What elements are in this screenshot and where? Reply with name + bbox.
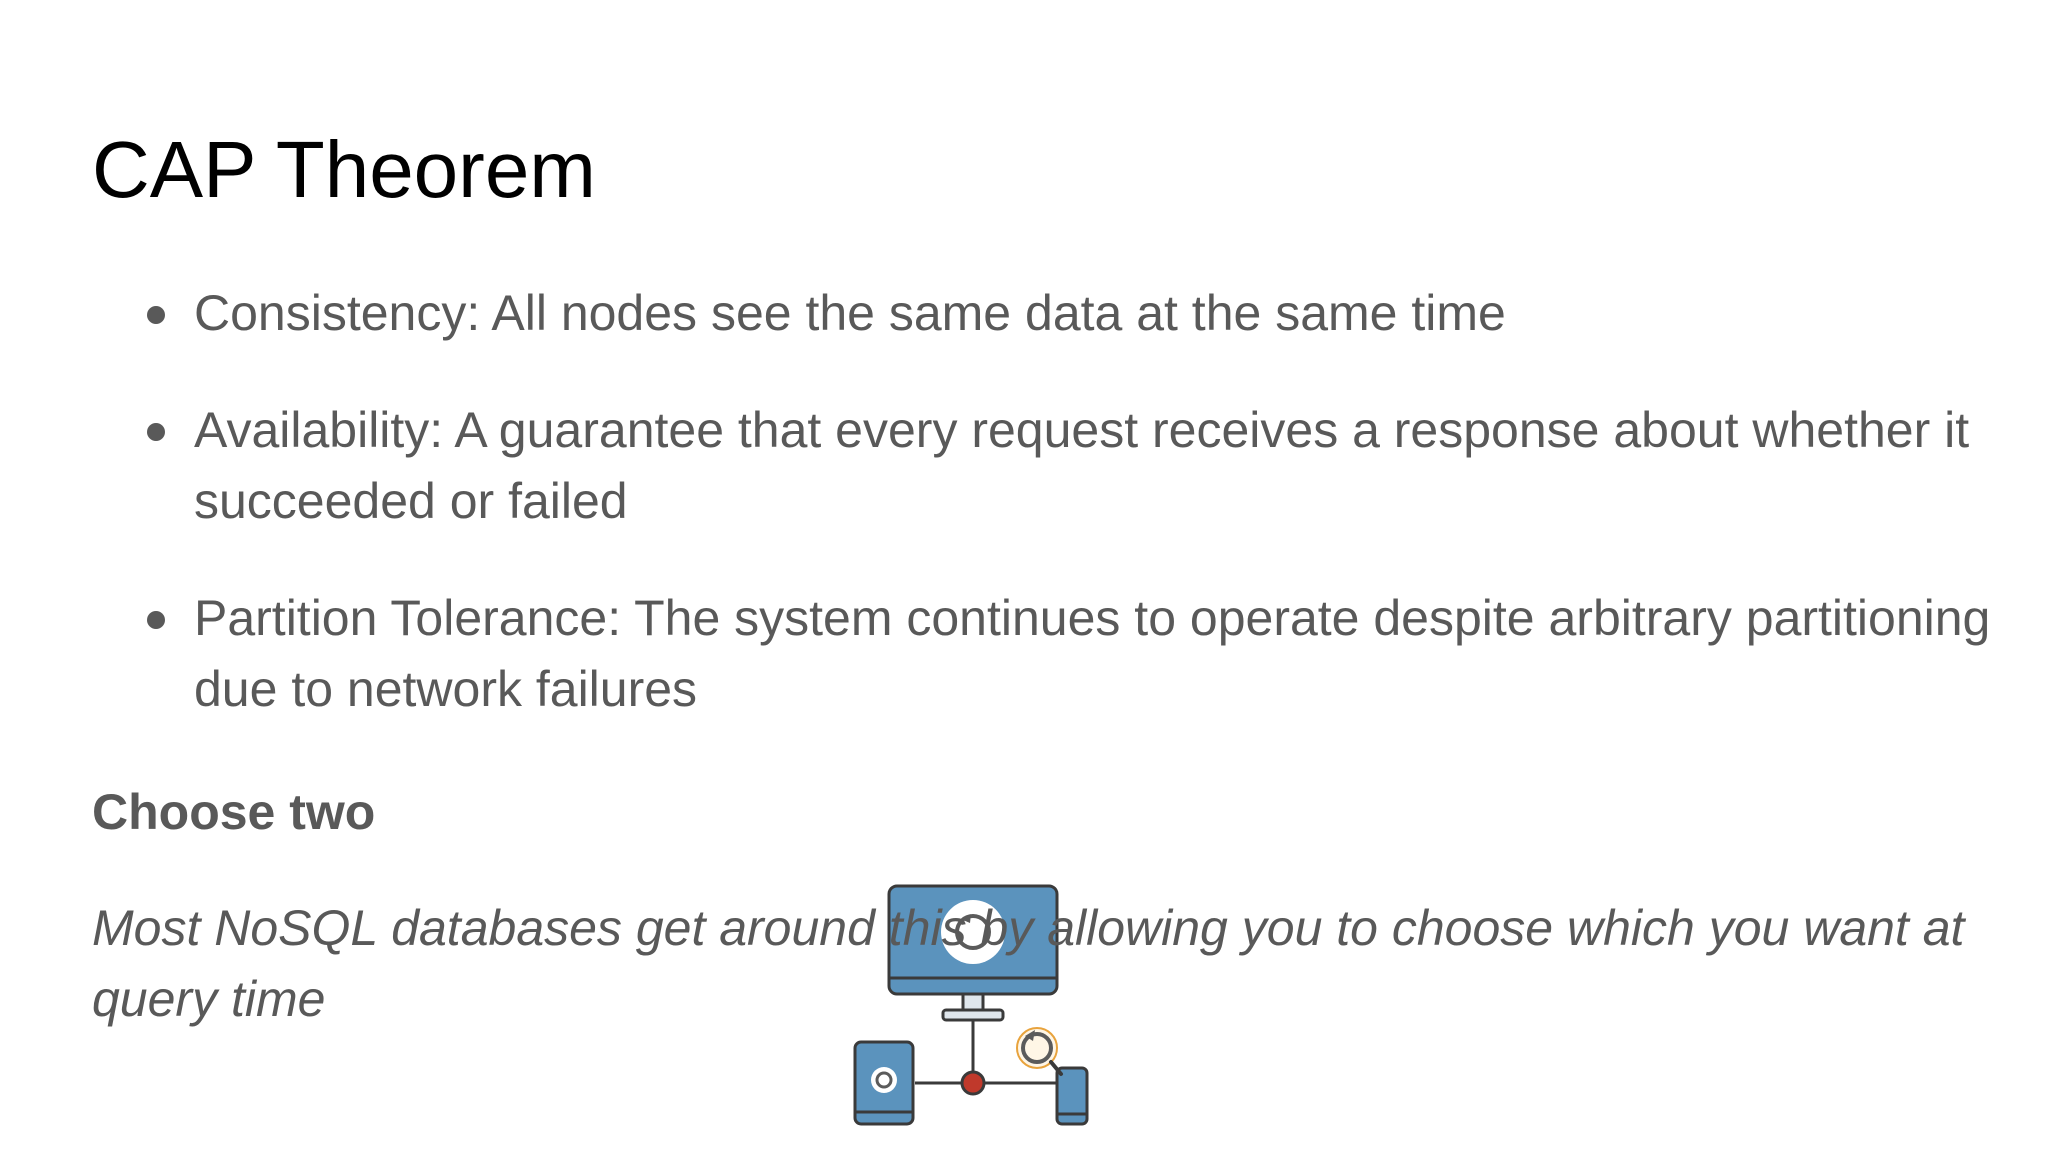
choose-two-heading: Choose two: [92, 784, 376, 840]
bullet-text: Availability: A guarantee that every req…: [194, 402, 1970, 529]
slide-title: CAP Theorem: [92, 125, 596, 214]
bullet-list: Consistency: All nodes see the same data…: [92, 278, 1992, 771]
bullet-item-consistency: Consistency: All nodes see the same data…: [92, 278, 1992, 349]
bullet-dot-icon: [147, 423, 165, 441]
monitor-icon: [887, 884, 1059, 1022]
tablet-icon: [853, 1040, 915, 1126]
bullet-item-availability: Availability: A guarantee that every req…: [92, 395, 1992, 537]
network-sync-illustration-icon: [853, 884, 1089, 1126]
sync-icon: [1016, 1027, 1063, 1076]
bullet-dot-icon: [147, 306, 165, 324]
bullet-dot-icon: [147, 611, 165, 629]
note-text: Most NoSQL databases get around this by …: [92, 900, 1965, 1027]
bullet-text: Partition Tolerance: The system continue…: [194, 590, 1991, 717]
phone-icon: [1055, 1066, 1089, 1126]
bullet-item-partition-tolerance: Partition Tolerance: The system continue…: [92, 583, 1992, 725]
bullet-text: Consistency: All nodes see the same data…: [194, 285, 1506, 341]
